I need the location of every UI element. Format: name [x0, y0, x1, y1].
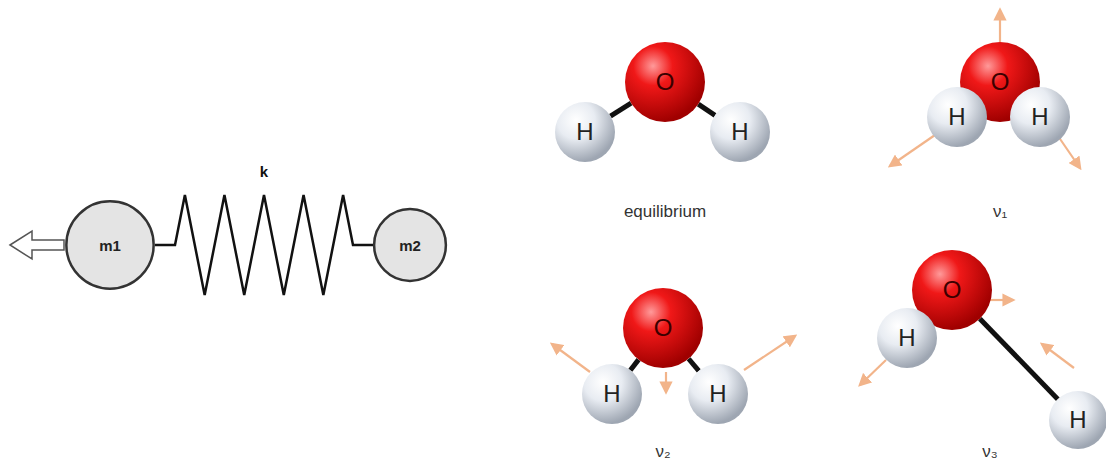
spring	[155, 195, 373, 295]
atom-label: H	[731, 120, 748, 144]
atom-sphere: O	[623, 288, 703, 368]
state-label: equilibrium	[624, 202, 706, 222]
atom-sphere: H	[688, 364, 748, 424]
atom-label: O	[654, 316, 673, 340]
atom-sphere: H	[710, 102, 770, 162]
spring-constant: k	[260, 163, 268, 180]
atom-sphere: H	[1010, 87, 1070, 147]
motion-arrows	[552, 10, 1080, 392]
atom-label: H	[576, 120, 593, 144]
atom-sphere: H	[582, 364, 642, 424]
atom-sphere: H	[1049, 391, 1106, 449]
atom-sphere: H	[555, 102, 615, 162]
atom-label: H	[709, 382, 726, 406]
atom-label: O	[943, 278, 962, 302]
atom-sphere: H	[927, 87, 987, 147]
bond-line	[630, 360, 638, 371]
atom-label: H	[603, 382, 620, 406]
mode-label: ν₂	[655, 442, 670, 462]
atom-label: H	[898, 326, 915, 350]
mass-label: m1	[99, 238, 121, 253]
atom-label: H	[1031, 105, 1048, 129]
atom-label: H	[1069, 408, 1086, 432]
bond-line	[689, 359, 699, 371]
pull-arrow	[10, 231, 64, 259]
atom-label: O	[656, 70, 675, 94]
atom-label: H	[948, 105, 965, 129]
mass-circle: m2	[373, 208, 447, 282]
atom-label: O	[991, 70, 1010, 94]
mass-label: m2	[399, 238, 421, 253]
bond-line	[610, 103, 631, 116]
mode-label: ν₁	[993, 202, 1007, 222]
atom-sphere: H	[877, 308, 937, 368]
mass-circle: m1	[65, 200, 155, 290]
mode-label: ν₃	[982, 442, 997, 462]
bond-line	[980, 319, 1058, 399]
bond-line	[698, 104, 715, 115]
atom-sphere: O	[625, 42, 705, 122]
